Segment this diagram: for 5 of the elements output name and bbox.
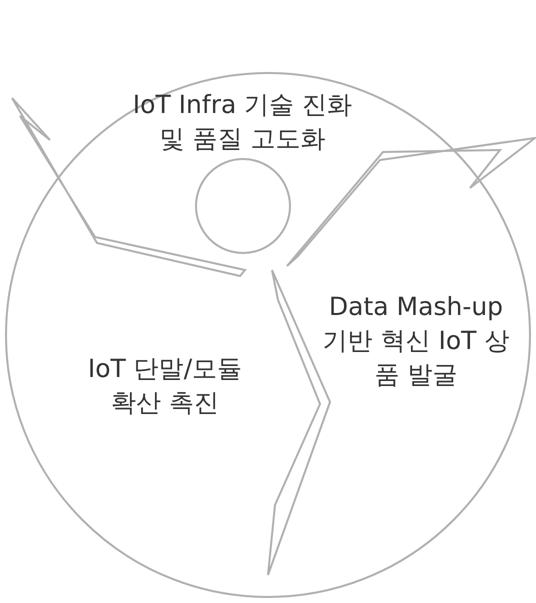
- outer-circle: [5, 72, 531, 598]
- sector-label: IoT 단말/모듈 확산 촉진: [86, 353, 244, 419]
- center-circle: [195, 158, 291, 254]
- sector-label: Data Mash-up 기반 혁신 IoT 상품 발굴: [322, 291, 510, 390]
- sector-label: IoT Infra 기술 진화 및 품질 고도화: [132, 89, 354, 155]
